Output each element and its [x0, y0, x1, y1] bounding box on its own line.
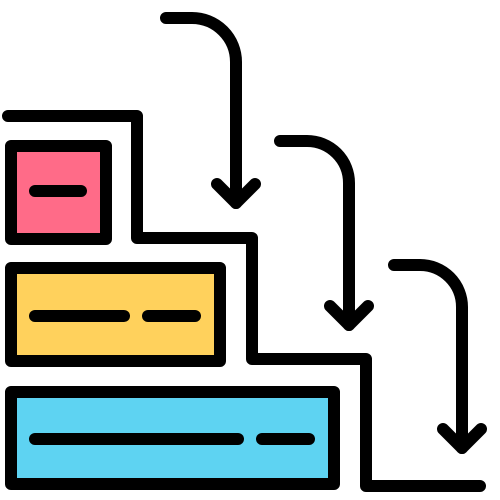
arrow-down-icon-3	[388, 259, 487, 454]
arrow-down-icon-1	[160, 12, 261, 209]
step-bottom-block	[5, 386, 340, 490]
step-top-block	[5, 140, 112, 245]
staircase-outline	[2, 110, 486, 492]
arrow-down-icon-2	[274, 135, 374, 331]
step-middle-block	[5, 262, 226, 367]
